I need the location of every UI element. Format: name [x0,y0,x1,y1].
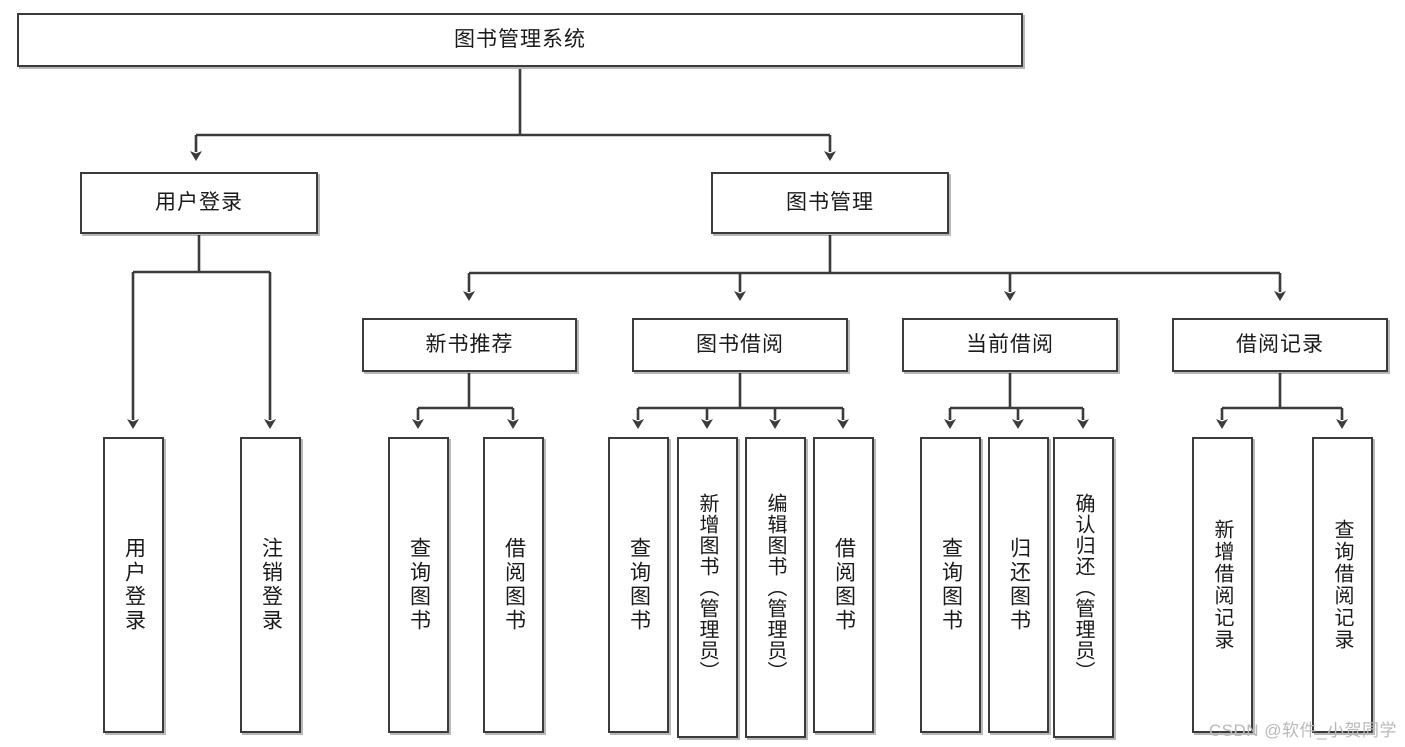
node-leaf-borrow-book-1-label: 借阅图书 [502,537,526,633]
node-user-login-label: 用户登录 [155,191,243,215]
node-leaf-query-book-1[interactable]: 查询图书 [388,437,449,733]
node-leaf-return-book-label: 归还图书 [1007,537,1031,633]
node-leaf-add-record[interactable]: 新增借阅记录 [1192,437,1253,733]
node-leaf-query-book-3[interactable]: 查询图书 [920,437,981,733]
node-leaf-confirm-return-label: 确认归还（管理员） [1072,493,1094,682]
node-leaf-borrow-book-2-label: 借阅图书 [832,537,856,633]
node-leaf-borrow-book-1[interactable]: 借阅图书 [483,437,544,733]
node-leaf-confirm-return[interactable]: 确认归还（管理员） [1053,437,1114,738]
node-book-borrow[interactable]: 图书借阅 [632,318,848,372]
node-leaf-add-record-label: 新增借阅记录 [1211,519,1233,651]
node-leaf-query-book-2[interactable]: 查询图书 [608,437,669,733]
node-current-borrow[interactable]: 当前借阅 [902,318,1118,372]
node-leaf-logout[interactable]: 注销登录 [240,437,301,733]
node-leaf-query-record-label: 查询借阅记录 [1331,519,1353,651]
node-new-book-rec[interactable]: 新书推荐 [362,318,577,372]
node-leaf-query-book-3-label: 查询图书 [939,537,963,633]
node-leaf-user-login[interactable]: 用户登录 [103,437,164,733]
node-leaf-query-book-1-label: 查询图书 [407,537,431,633]
node-leaf-query-book-2-label: 查询图书 [627,537,651,633]
node-book-manage-label: 图书管理 [786,191,874,215]
node-borrow-record[interactable]: 借阅记录 [1172,318,1388,372]
watermark: CSDN @软件_小贺同学 [1208,721,1397,740]
node-root[interactable]: 图书管理系统 [17,13,1023,67]
node-borrow-record-label: 借阅记录 [1236,333,1324,357]
node-user-login[interactable]: 用户登录 [80,172,318,234]
node-leaf-edit-book-label: 编辑图书（管理员） [764,493,786,682]
node-leaf-add-book[interactable]: 新增图书（管理员） [677,437,738,738]
node-leaf-user-login-label: 用户登录 [122,537,146,633]
node-leaf-logout-label: 注销登录 [259,537,283,633]
node-current-borrow-label: 当前借阅 [966,333,1054,357]
node-leaf-edit-book[interactable]: 编辑图书（管理员） [745,437,806,738]
node-new-book-rec-label: 新书推荐 [425,333,514,357]
node-root-label: 图书管理系统 [454,28,586,52]
node-leaf-add-book-label: 新增图书（管理员） [696,493,718,682]
node-leaf-query-record[interactable]: 查询借阅记录 [1312,437,1373,733]
node-book-manage[interactable]: 图书管理 [711,172,949,234]
node-leaf-return-book[interactable]: 归还图书 [988,437,1049,733]
node-book-borrow-label: 图书借阅 [696,333,784,357]
node-leaf-borrow-book-2[interactable]: 借阅图书 [813,437,874,733]
